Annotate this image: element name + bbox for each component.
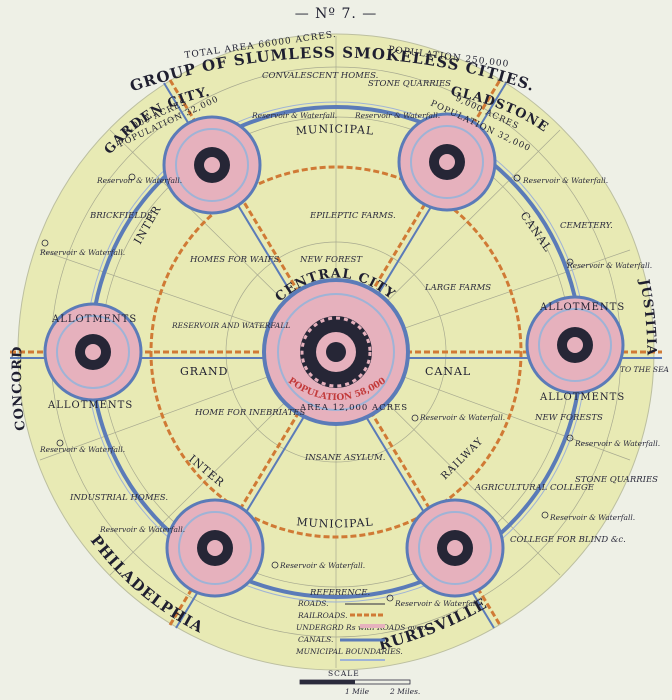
satellite-city-rurisville[interactable] (405, 498, 505, 598)
reservoir-label-10: Reservoir & Waterfall. (549, 513, 635, 522)
reservoir-label-7: Reservoir & Waterfall. (419, 413, 505, 422)
brickfields-label: BRICKFIELDS. (89, 211, 155, 221)
satellite-city-gladstone[interactable] (397, 112, 497, 212)
cemetery-label: CEMETERY. (560, 221, 613, 231)
legend-canals: CANALS. (298, 635, 333, 644)
central-city-area: AREA 12,000 ACRES (299, 403, 408, 413)
satellite-city-philadelphia[interactable] (165, 498, 265, 598)
industrial-homes-label: INDUSTRIAL HOMES. (69, 493, 168, 503)
legend: REFERENCE. ROADS. RAILROADS. UNDERGRD Rs… (295, 588, 426, 696)
new-forest-label: NEW FOREST (299, 255, 363, 265)
legend-scale: SCALE (328, 669, 360, 678)
central-city[interactable] (262, 278, 410, 426)
reservoir-markers (41, 173, 574, 602)
satellite-city-justitia[interactable] (525, 295, 625, 395)
homes-waifs-label: HOMES FOR WAIFS. (189, 255, 282, 265)
allotments-left-top: ALLOTMENTS (51, 314, 137, 325)
new-forests-label: NEW FORESTS (534, 413, 603, 423)
satellite-city-garden[interactable] (162, 115, 262, 215)
agricultural-college-label: AGRICULTURAL COLLEGE (474, 483, 595, 493)
allotments-right-bottom: ALLOTMENTS (539, 392, 625, 403)
reservoir-and-waterfall-label: RESERVOIR AND WATERFALL (171, 321, 290, 330)
reservoir-label-8: Reservoir & Waterfall. (574, 439, 660, 448)
reservoir-label-2: Reservoir & Waterfall. (354, 111, 440, 120)
legend-municipal: MUNICIPAL BOUNDARIES. (295, 647, 403, 656)
reservoir-label-11: Reservoir & Waterfall. (99, 525, 185, 534)
scale-two-miles: 2 Miles. (389, 687, 420, 696)
reservoir-label-12: Reservoir & Waterfall. (279, 561, 365, 570)
legend-title: REFERENCE. (309, 588, 370, 598)
stone-quarries-right-label: STONE QUARRIES (575, 475, 658, 485)
legend-underground-swatch (360, 624, 385, 628)
grand-label: GRAND (180, 365, 228, 378)
scale-bar-fill (300, 680, 355, 684)
reservoir-label-13: Reservoir & Waterfall. (394, 599, 480, 608)
to-the-sea-label: TO THE SEA (620, 365, 670, 374)
reservoir-label-1: Reservoir & Waterfall. (251, 111, 337, 120)
home-inebriates-label: HOME FOR INEBRIATES (194, 408, 306, 418)
concord-name: CONCORD (10, 345, 29, 431)
reservoir-label-9: Reservoir & Waterfall. (39, 445, 125, 454)
satellite-city-concord[interactable] (43, 302, 143, 402)
stone-quarries-top-label: STONE QUARRIES (368, 79, 451, 89)
reservoir-label-3: Reservoir & Waterfall. (96, 176, 182, 185)
reservoir-label-6: Reservoir & Waterfall. (566, 261, 652, 270)
legend-roads: ROADS. (297, 599, 328, 608)
allotments-right-top: ALLOTMENTS (539, 302, 625, 313)
reservoir-label-5: Reservoir & Waterfall. (39, 248, 125, 257)
insane-asylum-label: INSANE ASYLUM. (304, 453, 385, 463)
college-blind-label: COLLEGE FOR BLIND &c. (510, 535, 626, 545)
municipal-bottom-label: MUNICIPAL (296, 515, 374, 530)
scale-one-mile: 1 Mile (345, 687, 370, 696)
legend-railroads: RAILROADS. (297, 611, 348, 620)
epileptic-label: EPILEPTIC FARMS. (309, 211, 396, 221)
reservoir-label-4: Reservoir & Waterfall. (522, 176, 608, 185)
allotments-left-bottom: ALLOTMENTS (47, 400, 133, 411)
canal-center-label: CANAL (425, 365, 471, 378)
large-farms-label: LARGE FARMS (424, 283, 491, 293)
convalescent-label: CONVALESCENT HOMES. (262, 71, 378, 81)
plate-number: — Nº 7. — (295, 6, 378, 22)
